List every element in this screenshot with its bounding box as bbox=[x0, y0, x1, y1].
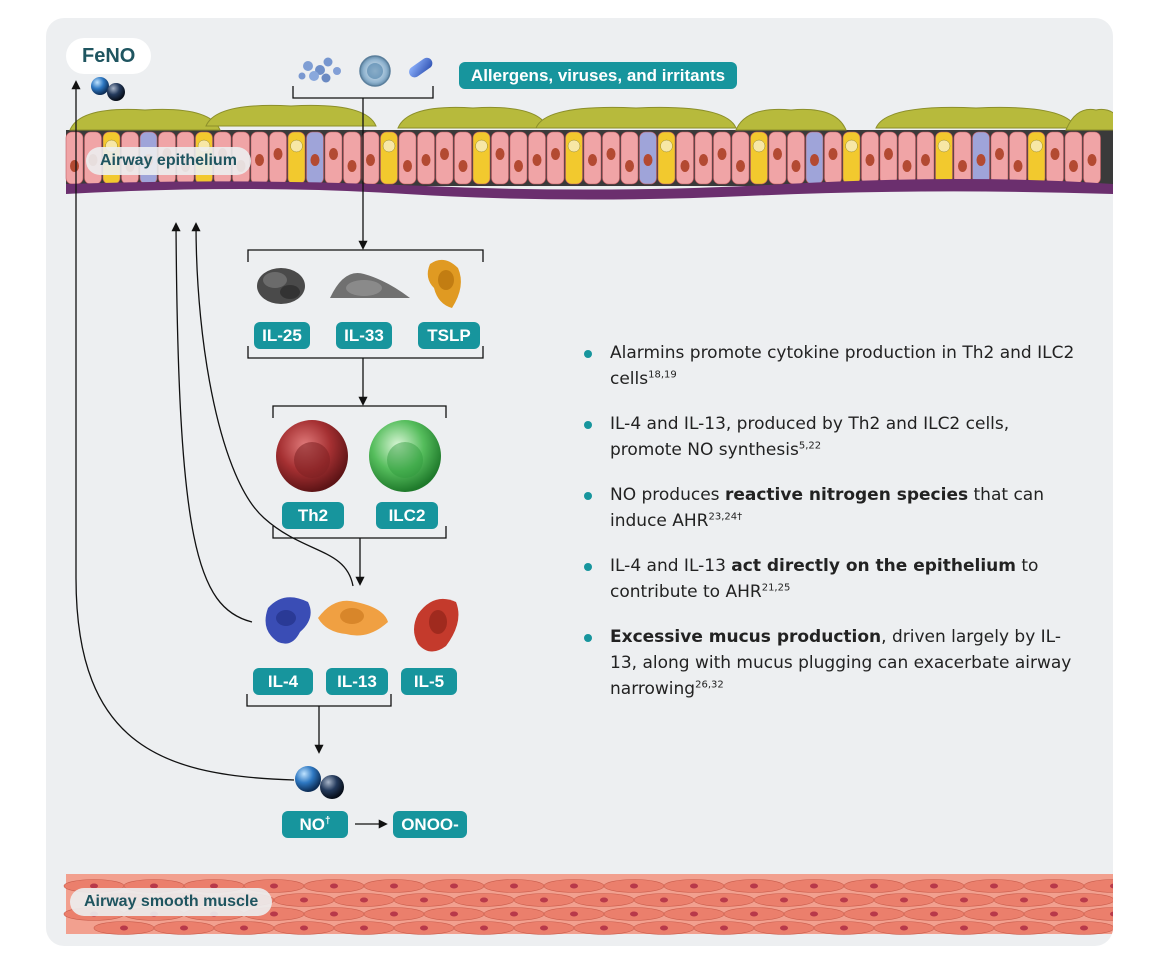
bullet-dot bbox=[584, 492, 592, 500]
il4-molecule-icon bbox=[265, 597, 311, 644]
epithelial-cell bbox=[731, 131, 750, 185]
epithelial-cell bbox=[787, 131, 805, 185]
epithelial-cell bbox=[1064, 131, 1083, 185]
bullet-item: NO produces reactive nitrogen species th… bbox=[582, 482, 1082, 534]
bacteria-icon bbox=[409, 57, 433, 78]
epithelial-cell bbox=[509, 131, 528, 185]
tslp-molecule-icon bbox=[427, 259, 461, 308]
triggers-label: Allergens, viruses, and irritants bbox=[459, 62, 737, 89]
bullet-dot bbox=[584, 634, 592, 642]
epithelial-cell bbox=[953, 131, 972, 185]
mucus-blob bbox=[535, 106, 737, 129]
airway-epithelium-label: Airway epithelium bbox=[86, 147, 251, 175]
mechanism-bullet-list: Alarmins promote cytokine production in … bbox=[582, 340, 1082, 721]
airway-smooth-muscle-label: Airway smooth muscle bbox=[70, 888, 273, 916]
bullet-bold-text: act directly on the epithelium bbox=[731, 556, 1016, 576]
basement-membrane bbox=[66, 179, 1113, 200]
bullet-item: Excessive mucus production, driven large… bbox=[582, 624, 1082, 702]
bullet-dot bbox=[584, 350, 592, 358]
nitric-oxide-molecule-icon bbox=[295, 766, 344, 799]
epithelial-cell bbox=[676, 131, 694, 185]
bullet-text: IL-4 and IL-13, produced by Th2 and ILC2… bbox=[610, 414, 1010, 460]
il25-molecule-icon bbox=[257, 268, 305, 304]
no-label-dagger: † bbox=[324, 815, 331, 827]
alarmin-bracket-top bbox=[247, 249, 484, 262]
epithelial-cell bbox=[898, 131, 916, 185]
mucus-blob bbox=[205, 104, 377, 127]
mucus-blob bbox=[69, 108, 221, 131]
mucus-blob bbox=[1065, 108, 1113, 131]
diagram-artwork bbox=[63, 55, 1113, 935]
bullet-text: NO produces bbox=[610, 485, 725, 505]
no-label-text: NO bbox=[299, 815, 325, 834]
mucus-blob bbox=[735, 108, 847, 131]
th2-label: Th2 bbox=[282, 502, 344, 529]
th2-cell-icon bbox=[276, 420, 348, 492]
cell-bracket-top bbox=[272, 405, 447, 418]
arrow-no-to-feno bbox=[71, 80, 295, 781]
trigger-bracket bbox=[292, 86, 434, 99]
pollen-allergen-icon bbox=[298, 57, 341, 83]
bullet-reference: 18,19 bbox=[648, 369, 677, 381]
bullet-item: IL-4 and IL-13 act directly on the epith… bbox=[582, 553, 1082, 605]
bullet-dot bbox=[584, 421, 592, 429]
onoo-label: ONOO- bbox=[393, 811, 467, 838]
epithelial-cell bbox=[65, 131, 84, 185]
feno-label: FeNO bbox=[66, 38, 152, 74]
smooth-muscle-cell bbox=[1083, 907, 1113, 921]
mucus-blob bbox=[397, 106, 549, 129]
alarmin-bracket-bottom bbox=[247, 346, 484, 359]
bullet-item: IL-4 and IL-13, produced by Th2 and ILC2… bbox=[582, 411, 1082, 463]
bullet-reference: 26,32 bbox=[695, 679, 724, 691]
bullet-reference: 23,24† bbox=[708, 511, 743, 523]
bullet-text: IL-4 and IL-13 bbox=[610, 556, 732, 576]
cytokine-bracket-bottom bbox=[246, 694, 392, 707]
il33-label: IL-33 bbox=[336, 322, 392, 349]
il33-molecule-icon bbox=[330, 273, 410, 298]
bullet-reference: 5,22 bbox=[798, 440, 822, 452]
ilc2-cell-icon bbox=[369, 420, 441, 492]
il5-molecule-icon bbox=[414, 598, 459, 652]
feno-molecule-icon bbox=[91, 77, 125, 101]
arrow-il4-to-epithelium bbox=[171, 222, 253, 623]
mucus-blob bbox=[875, 106, 1077, 129]
epithelial-cell bbox=[398, 131, 417, 185]
bullet-item: Alarmins promote cytokine production in … bbox=[582, 340, 1082, 392]
ilc2-label: ILC2 bbox=[376, 502, 438, 529]
virus-icon bbox=[359, 55, 391, 87]
bullet-bold-text: reactive nitrogen species bbox=[724, 485, 969, 505]
bullet-bold-text: Excessive mucus production bbox=[610, 627, 882, 647]
epithelial-cell bbox=[454, 131, 472, 185]
epithelial-cell bbox=[1009, 131, 1027, 185]
no-label: NO† bbox=[282, 811, 348, 838]
il4-label: IL-4 bbox=[253, 668, 313, 695]
il13-molecule-icon bbox=[318, 600, 388, 636]
epithelial-cell bbox=[343, 131, 361, 185]
il13-label: IL-13 bbox=[326, 668, 388, 695]
tslp-label: TSLP bbox=[418, 322, 480, 349]
diagram-panel: FeNO Allergens, viruses, and irritants A… bbox=[46, 18, 1113, 946]
il25-label: IL-25 bbox=[254, 322, 310, 349]
bullet-text: , driven largely by IL-13, along with mu… bbox=[610, 627, 1072, 699]
bullet-text: that can induce AHR bbox=[610, 485, 1044, 531]
arrow-il13-to-epithelium bbox=[191, 222, 354, 587]
bullet-text: to contribute to AHR bbox=[610, 556, 1039, 602]
epithelial-cell bbox=[620, 131, 639, 185]
bullet-dot bbox=[584, 563, 592, 571]
smooth-muscle-cell bbox=[1083, 879, 1113, 893]
bullet-reference: 21,25 bbox=[761, 582, 791, 594]
bullet-text: Alarmins promote cytokine production in … bbox=[610, 343, 1075, 389]
il5-label: IL-5 bbox=[401, 668, 457, 695]
